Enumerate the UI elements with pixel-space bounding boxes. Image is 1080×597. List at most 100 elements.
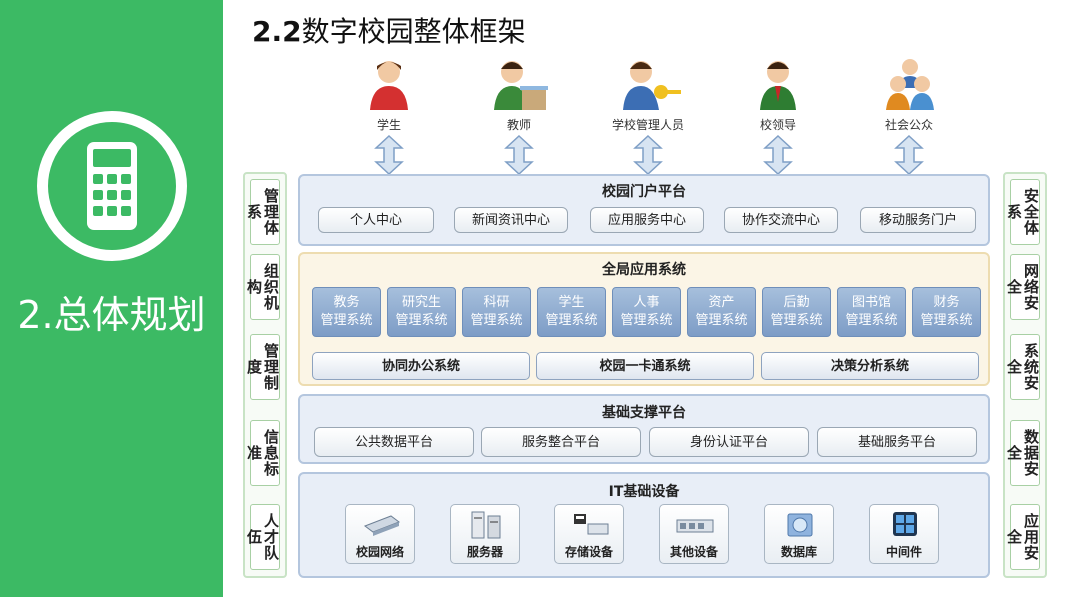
system-suffix: 管理系统 xyxy=(545,313,598,328)
right-column-item: 数据安全 xyxy=(1005,420,1040,486)
slide-title: 2.2数字校园整体框架 xyxy=(252,10,526,50)
device-label: 其他设备 xyxy=(669,545,718,559)
system-box: 教务管理系统 xyxy=(312,287,381,337)
roles-row: 学生 教师 学校管理人员 校领导 社会公众 xyxy=(340,58,960,176)
support-item: 基础服务平台 xyxy=(817,427,977,457)
portal-title: 校园门户平台 xyxy=(602,184,686,200)
leader-icon xyxy=(760,61,796,110)
database-icon xyxy=(787,513,813,537)
left-column-item: 管理制度 xyxy=(245,334,280,400)
role-public: 社会公众 xyxy=(854,58,964,179)
cross-system-bar: 决策分析系统 xyxy=(761,352,979,380)
calculator-icon-ring xyxy=(37,111,187,261)
system-name: 研究生 xyxy=(401,295,441,310)
portal-item: 应用服务中心 xyxy=(590,207,704,233)
device-database: 数据库 xyxy=(764,504,834,564)
admin-with-key-icon xyxy=(623,61,681,110)
right-column-item: 应用安全 xyxy=(1005,504,1040,570)
slide-title-text: 数字校园整体框架 xyxy=(301,15,526,48)
teacher-icon xyxy=(494,61,548,110)
role-student: 学生 xyxy=(334,58,444,179)
system-box: 后勤管理系统 xyxy=(762,287,831,337)
system-box: 科研管理系统 xyxy=(462,287,531,337)
system-name: 教务 xyxy=(333,295,360,310)
role-school-leader: 校领导 xyxy=(723,58,833,179)
role-label: 校领导 xyxy=(759,118,796,132)
device-other: 其他设备 xyxy=(659,504,729,564)
cross-system-bar: 校园一卡通系统 xyxy=(536,352,754,380)
device-label: 校园网络 xyxy=(355,545,404,559)
portal-item: 新闻资讯中心 xyxy=(454,207,568,233)
system-box: 图书馆管理系统 xyxy=(837,287,906,337)
left-column-item: 人才队伍 xyxy=(245,504,280,570)
left-column-item: 信息标准 xyxy=(245,420,280,486)
double-arrow-icon xyxy=(763,134,793,176)
left-governance-column: 管理体系 组织机构 管理制度 信息标准 人才队伍 xyxy=(243,172,287,578)
system-box: 学生管理系统 xyxy=(537,287,606,337)
system-suffix: 管理系统 xyxy=(920,313,973,328)
global-apps-layer: 全局应用系统 教务管理系统 研究生管理系统 科研管理系统 学生管理系统 人事管理… xyxy=(298,252,990,386)
student-icon xyxy=(370,61,408,110)
right-column-item: 安全体系 xyxy=(1005,179,1040,245)
portal-item: 个人中心 xyxy=(318,207,434,233)
system-suffix: 管理系统 xyxy=(395,313,448,328)
system-suffix: 管理系统 xyxy=(470,313,523,328)
device-server: 服务器 xyxy=(450,504,520,564)
right-column-item: 网络安全 xyxy=(1005,254,1040,320)
system-name: 学生 xyxy=(558,295,585,310)
storage-icon xyxy=(574,514,609,535)
device-middleware: 中间件 xyxy=(869,504,939,564)
right-security-column: 安全体系 网络安全 系统安全 数据安全 应用安全 xyxy=(1003,172,1047,578)
network-router-icon xyxy=(363,515,401,536)
calculator-glyph-icon xyxy=(87,142,137,230)
rack-devices-icon xyxy=(676,519,714,533)
system-name: 后勤 xyxy=(783,295,810,310)
device-label: 中间件 xyxy=(885,545,922,559)
system-box: 人事管理系统 xyxy=(612,287,681,337)
system-name: 科研 xyxy=(483,295,510,310)
device-label: 服务器 xyxy=(466,545,503,559)
system-suffix: 管理系统 xyxy=(845,313,898,328)
system-name: 图书馆 xyxy=(851,295,891,310)
support-title: 基础支撑平台 xyxy=(602,405,686,421)
device-storage: 存储设备 xyxy=(554,504,624,564)
double-arrow-icon xyxy=(633,134,663,176)
right-column-item: 系统安全 xyxy=(1005,334,1040,400)
support-item: 服务整合平台 xyxy=(481,427,641,457)
system-name: 人事 xyxy=(633,295,660,310)
role-school-admin: 学校管理人员 xyxy=(593,58,703,179)
system-suffix: 管理系统 xyxy=(620,313,673,328)
server-icon xyxy=(471,511,501,539)
people-group-icon xyxy=(886,59,934,110)
double-arrow-icon xyxy=(504,134,534,176)
device-label: 存储设备 xyxy=(564,545,613,559)
system-box: 财务管理系统 xyxy=(912,287,981,337)
role-label: 学校管理人员 xyxy=(611,118,684,132)
device-network: 校园网络 xyxy=(345,504,415,564)
portal-item: 移动服务门户 xyxy=(860,207,976,233)
system-box: 研究生管理系统 xyxy=(387,287,456,337)
role-label: 教师 xyxy=(506,118,531,132)
portal-layer: 校园门户平台 个人中心 新闻资讯中心 应用服务中心 协作交流中心 移动服务门户 xyxy=(298,174,990,246)
it-infra-title: IT基础设备 xyxy=(608,484,680,500)
system-suffix: 管理系统 xyxy=(770,313,823,328)
left-column-item: 组织机构 xyxy=(245,254,280,320)
system-suffix: 管理系统 xyxy=(695,313,748,328)
portal-item: 协作交流中心 xyxy=(724,207,838,233)
cross-system-bar: 协同办公系统 xyxy=(312,352,530,380)
double-arrow-icon xyxy=(894,134,924,176)
system-name: 财务 xyxy=(933,295,960,310)
system-name: 资产 xyxy=(708,295,735,310)
left-panel: 2.总体规划 xyxy=(0,0,223,597)
slide-title-number: 2.2 xyxy=(252,15,302,48)
section-title: 2.总体规划 xyxy=(17,293,206,337)
role-label: 社会公众 xyxy=(884,118,933,132)
it-infra-layer: IT基础设备 校园网络 服务器 存储设备 其他设备 数据库 中间件 xyxy=(298,472,990,578)
system-suffix: 管理系统 xyxy=(320,313,373,328)
left-column-item: 管理体系 xyxy=(245,179,280,245)
middleware-icon xyxy=(893,512,917,536)
double-arrow-icon xyxy=(374,134,404,176)
global-apps-title: 全局应用系统 xyxy=(602,262,686,278)
device-label: 数据库 xyxy=(780,545,817,559)
support-item: 身份认证平台 xyxy=(649,427,809,457)
